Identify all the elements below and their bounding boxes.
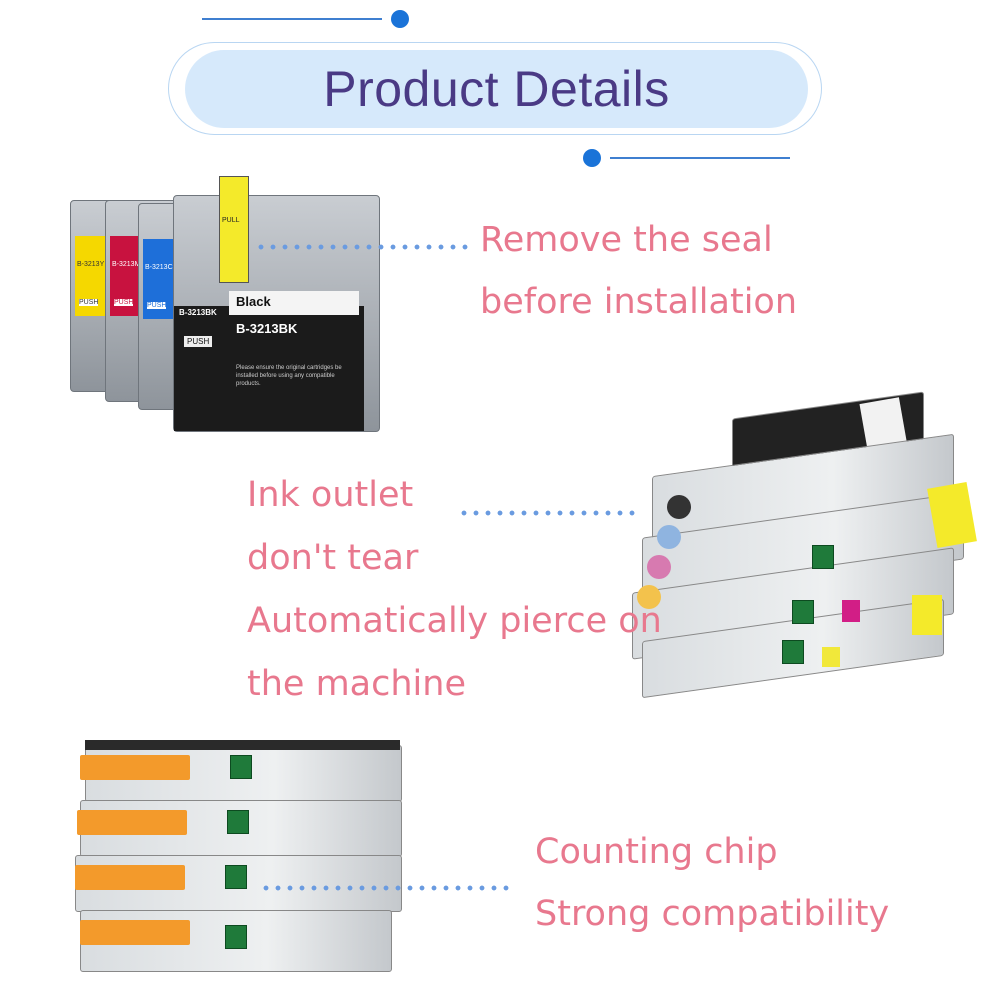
model-label-cyan: B-3213C bbox=[145, 264, 173, 271]
feature-outlet-line-3: Automatically pierce on bbox=[247, 601, 662, 641]
cartridge-outlet-image bbox=[612, 391, 1000, 700]
feature-chip-line-2: Strong compatibility bbox=[535, 894, 890, 934]
model-label-magenta: B-3213M bbox=[112, 261, 141, 268]
feature-ink-outlet: Ink outlet don't tear Automatically pier… bbox=[247, 464, 662, 716]
pull-tab: PULL bbox=[219, 176, 249, 283]
pull-label: PULL bbox=[222, 217, 240, 224]
pointer-dots-seal bbox=[255, 244, 471, 250]
feature-outlet-line-4: the machine bbox=[247, 664, 466, 704]
pointer-dots-outlet bbox=[458, 510, 640, 516]
feature-outlet-line-1: Ink outlet bbox=[247, 475, 414, 515]
model-label-yellow: B-3213Y bbox=[77, 261, 105, 268]
header-dot-bottom bbox=[583, 149, 601, 167]
feature-seal: Remove the seal before installation bbox=[480, 209, 797, 333]
cartridge-set-image: B-3213Y PUSH B-3213M PUSH B-3213C PUSH B… bbox=[68, 155, 403, 435]
header-line-top bbox=[202, 18, 382, 20]
push-label: PUSH bbox=[114, 299, 134, 306]
header-line-bottom bbox=[610, 157, 790, 159]
header-dot-top bbox=[391, 10, 409, 28]
model-label-black-small: B-3213BK bbox=[179, 308, 217, 317]
cartridge-black: Black B-3213BK B-3213BK PUSH Please ensu… bbox=[173, 176, 380, 432]
push-label: PUSH bbox=[147, 302, 167, 309]
feature-outlet-line-2: don't tear bbox=[247, 538, 419, 578]
cartridge-chip-image bbox=[55, 740, 405, 975]
title-pill: Product Details bbox=[185, 50, 808, 128]
push-label: PUSH bbox=[79, 299, 99, 306]
model-label-black: B-3213BK bbox=[236, 321, 298, 336]
feature-seal-line-1: Remove the seal bbox=[480, 220, 773, 260]
feature-seal-line-2: before installation bbox=[480, 282, 798, 322]
feature-chip: Counting chip Strong compatibility bbox=[535, 821, 889, 945]
title-pill-outline bbox=[168, 42, 822, 135]
page-title: Product Details bbox=[323, 61, 670, 117]
notice-text: Please ensure the original cartridges be… bbox=[236, 365, 342, 387]
feature-chip-line-1: Counting chip bbox=[535, 832, 778, 872]
push-label: PUSH bbox=[184, 336, 213, 347]
pointer-dots-chip bbox=[260, 885, 512, 891]
black-label: Black bbox=[236, 294, 271, 309]
